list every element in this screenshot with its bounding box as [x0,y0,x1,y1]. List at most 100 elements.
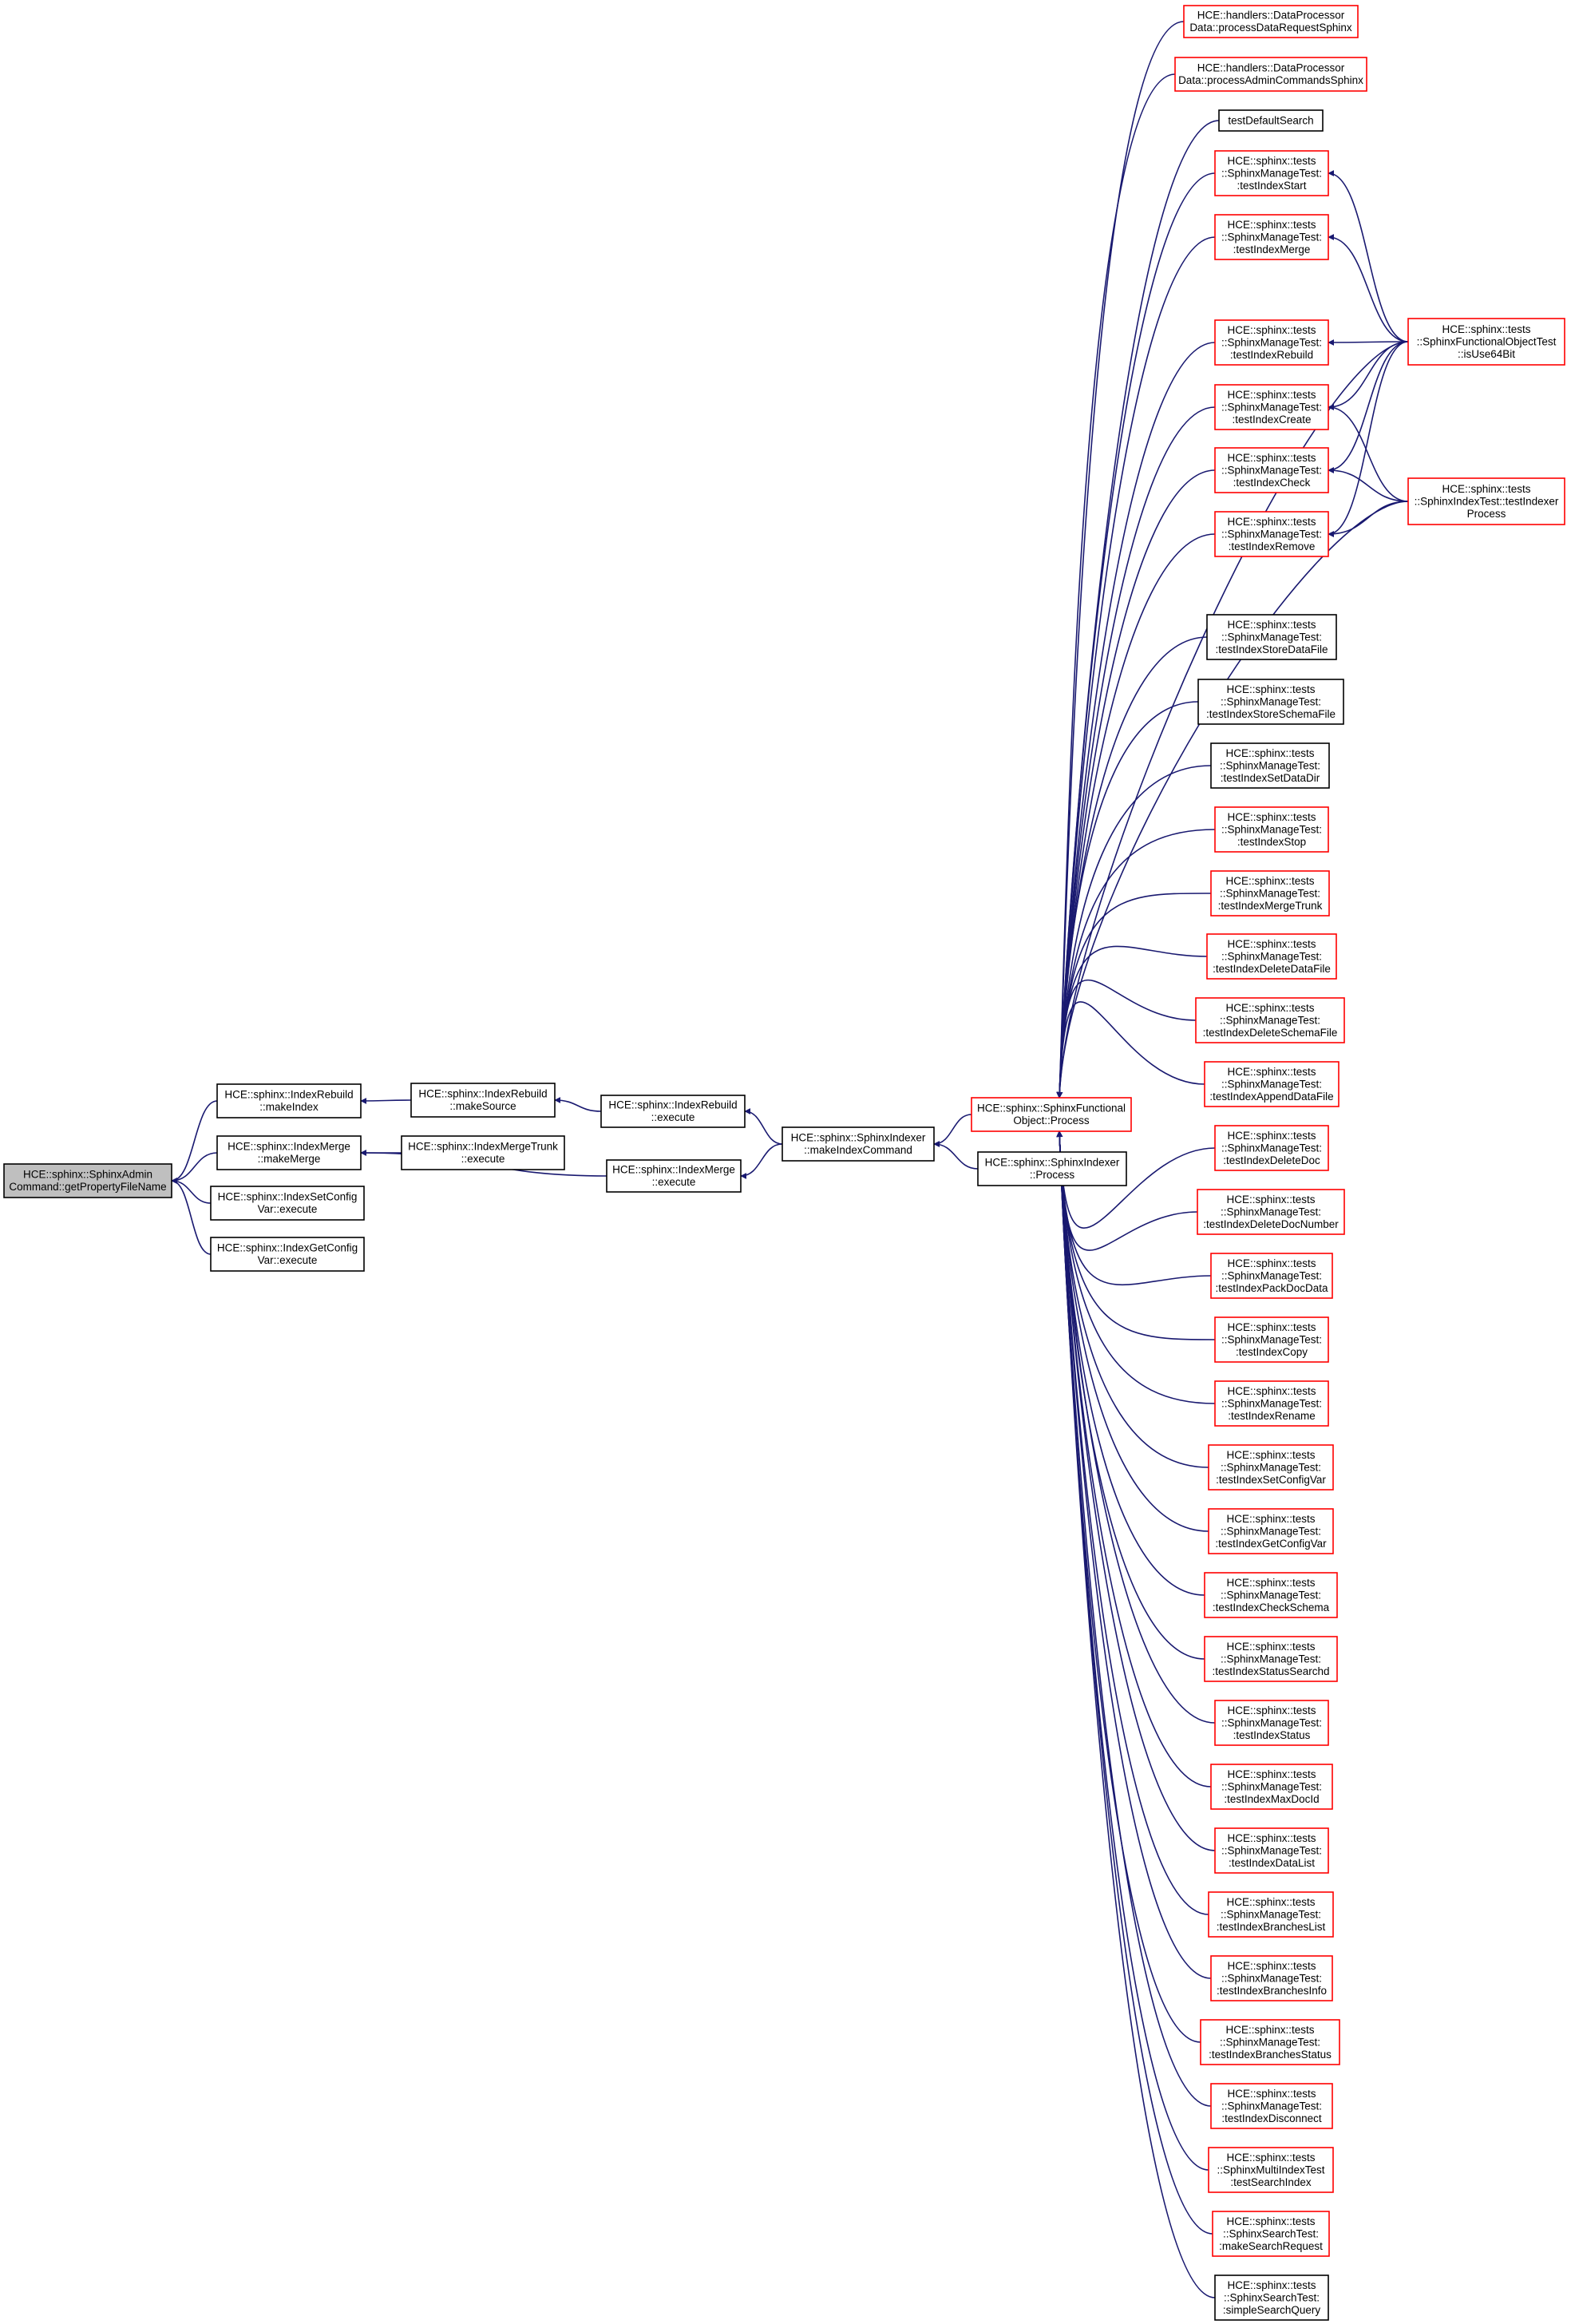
node-t_testIndexDisconnect[interactable]: HCE::sphinx::tests::SphinxManageTest::te… [1210,2083,1333,2129]
node-t_testIndexRemove[interactable]: HCE::sphinx::tests::SphinxManageTest::te… [1214,511,1329,557]
node-label-line: HCE::sphinx::tests [1227,1130,1316,1142]
node-box [1210,2083,1333,2129]
node-t_testDefaultSearch[interactable]: testDefaultSearch [1218,109,1324,132]
node-t_testSearchIndex[interactable]: HCE::sphinx::tests::SphinxMultiIndexTest… [1208,2147,1334,2193]
call-edge-t_testIndexBranchesInfo-to-sfo_process [1056,1130,1212,1979]
node-sfo_process[interactable]: HCE::sphinx::SphinxFunctionalObject::Pro… [971,1097,1132,1132]
node-t_testIndexGetConfigVar[interactable]: HCE::sphinx::tests::SphinxManageTest::te… [1208,1508,1334,1554]
node-ir_makeIndex[interactable]: HCE::sphinx::IndexRebuild::makeIndex [216,1083,362,1118]
node-t_testIndexStart[interactable]: HCE::sphinx::tests::SphinxManageTest::te… [1214,150,1329,196]
node-label-line: ::Process [1030,1169,1075,1181]
node-label-line: ::SphinxFunctionalObjectTest [1417,335,1557,347]
node-ir_execute[interactable]: HCE::sphinx::IndexRebuild::execute [600,1095,746,1128]
node-box [1195,997,1345,1043]
node-label-line: ::SphinxManageTest: [1221,336,1322,348]
node-label-line: ::SphinxManageTest: [1221,1461,1321,1473]
node-t_testIndexBranchesList[interactable]: HCE::sphinx::tests::SphinxManageTest::te… [1208,1891,1334,1938]
node-box [1407,318,1565,366]
node-t_testIndexRename[interactable]: HCE::sphinx::tests::SphinxManageTest::te… [1214,1380,1329,1427]
call-edge-igcv_execute-to-root [171,1178,212,1255]
node-ir_makeSource[interactable]: HCE::sphinx::IndexRebuild::makeSource [410,1083,556,1118]
node-box [1214,447,1329,493]
node-label-line: HCE::sphinx::tests [1225,747,1314,759]
node-label-line: :testIndexRebuild [1230,349,1313,361]
node-t_makeSearchRequest[interactable]: HCE::sphinx::tests::SphinxSearchTest::ma… [1212,2211,1330,2257]
node-imt_execute[interactable]: HCE::sphinx::IndexMergeTrunk::execute [401,1135,565,1170]
node-box [1214,806,1329,853]
node-box [600,1095,746,1128]
node-box [1214,1125,1329,1171]
node-box [1200,2019,1340,2065]
node-label-line: :testIndexDeleteDoc [1223,1154,1320,1166]
node-label-line: ::execute [652,1176,696,1188]
call-edge-t_testIndexRebuild-to-sfo_process [1056,342,1216,1099]
node-t_testIndexSetDataDir[interactable]: HCE::sphinx::tests::SphinxManageTest::te… [1210,742,1330,789]
node-si_process[interactable]: HCE::sphinx::SphinxIndexer::Process [977,1151,1127,1186]
node-t_testIndexDeleteSchemaFile[interactable]: HCE::sphinx::tests::SphinxManageTest::te… [1195,997,1345,1043]
node-t_testIndexStatus[interactable]: HCE::sphinx::tests::SphinxManageTest::te… [1214,1700,1329,1746]
node-label-line: ::SphinxManageTest: [1221,1142,1322,1154]
node-label-line: ::SphinxMultiIndexTest [1217,2164,1324,2176]
node-label-line: ::isUse64Bit [1458,348,1515,360]
node-t_testIndexDeleteDataFile[interactable]: HCE::sphinx::tests::SphinxManageTest::te… [1206,933,1337,980]
node-t_testIndexCopy[interactable]: HCE::sphinx::tests::SphinxManageTest::te… [1214,1316,1329,1363]
node-t_testIndexBranchesInfo[interactable]: HCE::sphinx::tests::SphinxManageTest::te… [1210,1955,1333,2001]
node-label-line: HCE::sphinx::SphinxIndexer [791,1132,926,1144]
node-label-line: HCE::sphinx::IndexRebuild [224,1089,353,1101]
node-label-line: :testIndexAppendDataFile [1209,1091,1333,1103]
node-sfot_isUse64Bit[interactable]: HCE::sphinx::tests::SphinxFunctionalObje… [1407,318,1565,366]
node-box [1204,1636,1338,1682]
node-t_testIndexRebuild[interactable]: HCE::sphinx::tests::SphinxManageTest::te… [1214,319,1329,366]
node-label-line: HCE::sphinx::tests [1226,1194,1315,1206]
node-t_procDataReq[interactable]: HCE::handlers::DataProcessorData::proces… [1183,5,1359,38]
node-box [1214,1827,1329,1874]
node-t_testIndexCheck[interactable]: HCE::sphinx::tests::SphinxManageTest::te… [1214,447,1329,493]
node-label-line: ::SphinxIndexTest::testIndexer [1415,495,1559,507]
node-t_testIndexStatusSearchd[interactable]: HCE::sphinx::tests::SphinxManageTest::te… [1204,1636,1338,1682]
node-t_testIndexDeleteDoc[interactable]: HCE::sphinx::tests::SphinxManageTest::te… [1214,1125,1329,1171]
node-box [210,1186,365,1221]
node-t_testIndexMergeTrunk[interactable]: HCE::sphinx::tests::SphinxManageTest::te… [1210,870,1330,917]
node-sit_testIndexerProcess[interactable]: HCE::sphinx::tests::SphinxIndexTest::tes… [1407,477,1565,525]
node-t_testIndexCheckSchema[interactable]: HCE::sphinx::tests::SphinxManageTest::te… [1204,1572,1338,1618]
nodes-layer: HCE::sphinx::SphinxAdminCommand::getProp… [3,5,1565,2321]
node-t_testIndexMaxDocId[interactable]: HCE::sphinx::tests::SphinxManageTest::te… [1210,1764,1333,1810]
node-t_testIndexDeleteDocNumber[interactable]: HCE::sphinx::tests::SphinxManageTest::te… [1197,1189,1345,1235]
node-label-line: :testIndexRename [1228,1410,1316,1422]
node-t_testIndexStoreDataFile[interactable]: HCE::sphinx::tests::SphinxManageTest::te… [1206,614,1337,660]
node-label-line: ::SphinxManageTest: [1221,950,1322,962]
node-im_makeMerge[interactable]: HCE::sphinx::IndexMerge::makeMerge [216,1135,362,1170]
node-label-line: ::makeSource [449,1100,516,1112]
node-t_testIndexBranchesStatus[interactable]: HCE::sphinx::tests::SphinxManageTest::te… [1200,2019,1340,2065]
node-t_testIndexMerge[interactable]: HCE::sphinx::tests::SphinxManageTest::te… [1214,214,1329,260]
node-t_testIndexSetConfigVar[interactable]: HCE::sphinx::tests::SphinxManageTest::te… [1208,1444,1334,1491]
node-t_testIndexCreate[interactable]: HCE::sphinx::tests::SphinxManageTest::te… [1214,384,1329,430]
node-t_testIndexAppendDataFile[interactable]: HCE::sphinx::tests::SphinxManageTest::te… [1204,1061,1340,1107]
node-box [3,1163,172,1198]
node-si_makeIndexCommand[interactable]: HCE::sphinx::SphinxIndexer::makeIndexCom… [782,1126,935,1162]
node-t_simpleSearchQuery[interactable]: HCE::sphinx::tests::SphinxSearchTest::si… [1214,2275,1329,2321]
call-edge-sfot_isUse64Bit-to-t_testIndexCreate [1328,341,1409,410]
node-label-line: HCE::sphinx::tests [1227,219,1316,231]
node-iscv_execute[interactable]: HCE::sphinx::IndexSetConfigVar::execute [210,1186,365,1221]
call-edge-ir_makeIndex-to-root [171,1100,218,1184]
node-igcv_execute[interactable]: HCE::sphinx::IndexGetConfigVar::execute [210,1237,365,1272]
node-im_execute[interactable]: HCE::sphinx::IndexMerge::execute [606,1159,742,1193]
node-label-line: HCE::sphinx::tests [1227,1960,1316,1972]
node-t_procAdminCmd[interactable]: HCE::handlers::DataProcessorData::proces… [1174,57,1367,92]
node-label-line: HCE::sphinx::tests [1227,324,1316,336]
node-label-line: ::SphinxManageTest: [1221,1908,1321,1920]
node-box [1214,319,1329,366]
node-label-line: ::SphinxManageTest: [1221,1078,1322,1090]
node-t_testIndexStop[interactable]: HCE::sphinx::tests::SphinxManageTest::te… [1214,806,1329,853]
node-box [782,1126,935,1162]
node-label-line: ::execute [461,1153,505,1165]
call-edge-t_testIndexStatus-to-sfo_process [1056,1130,1216,1724]
node-t_testIndexDataList[interactable]: HCE::sphinx::tests::SphinxManageTest::te… [1214,1827,1329,1874]
node-t_testIndexPackDocData[interactable]: HCE::sphinx::tests::SphinxManageTest::te… [1210,1253,1333,1299]
node-label-line: :testIndexStoreDataFile [1215,643,1328,655]
node-label-line: :testIndexGetConfigVar [1215,1538,1327,1550]
call-edge-si_process-to-si_makeIndexCommand [933,1141,979,1170]
node-t_testIndexStoreSchemaFile[interactable]: HCE::sphinx::tests::SphinxManageTest::te… [1197,679,1344,725]
node-label-line: ::SphinxManageTest: [1221,464,1322,476]
